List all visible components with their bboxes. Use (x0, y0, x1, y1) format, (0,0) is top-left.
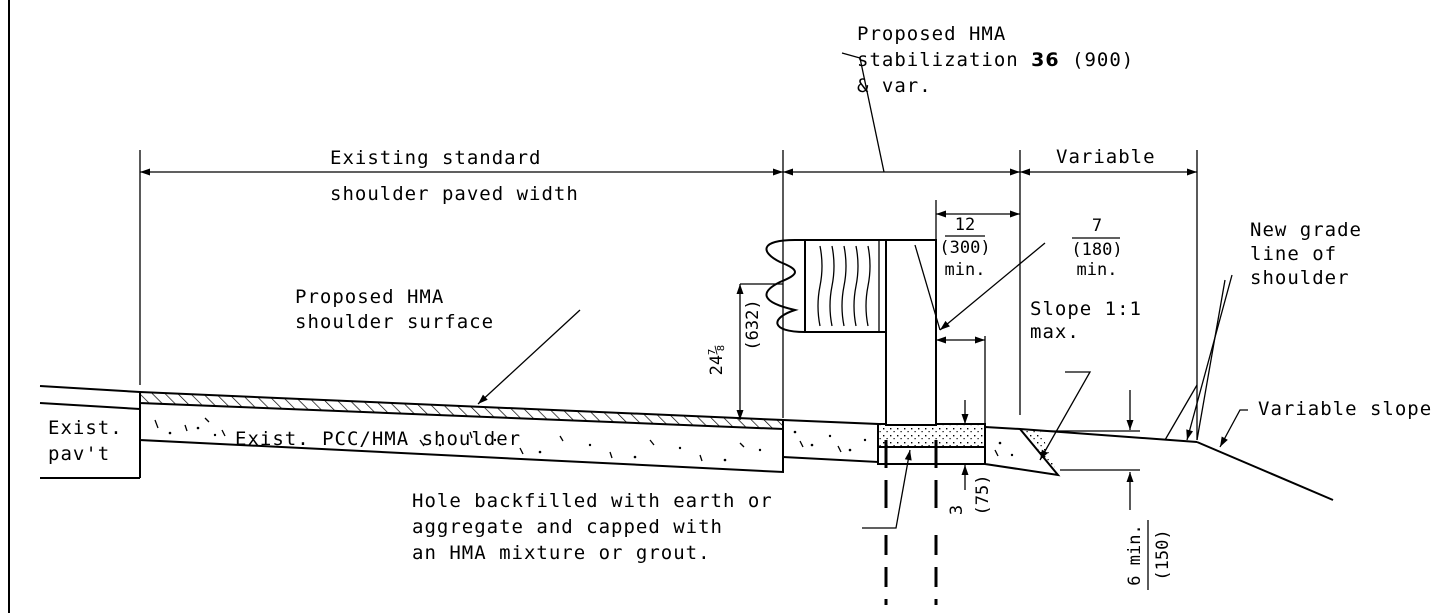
wood-blockout (804, 239, 887, 333)
label-slope-line2: max. (1030, 321, 1080, 343)
dim-75: (75) (973, 475, 993, 516)
label-exist-shoulder: Exist. PCC/HMA shoulder (235, 428, 521, 450)
dim-180: (180) (1071, 240, 1122, 260)
label-proposed-surface-line2: shoulder surface (295, 311, 494, 333)
label-proposed-stab-line1: Proposed HMA (857, 23, 1006, 45)
proposed-hma-surface (139, 390, 784, 431)
label-new-grade-line2: line of (1250, 243, 1337, 265)
dim-3: 3 (947, 505, 967, 515)
label-existing-standard: Existing standard (330, 147, 541, 169)
dim-min-b: min. (1077, 260, 1118, 280)
label-slope-line1: Slope 1:1 (1030, 298, 1142, 320)
new-grade-line (1019, 428, 1334, 501)
w-beam-rail (765, 239, 806, 333)
dim-632: (632) (743, 299, 763, 350)
label-variable: Variable (1056, 146, 1156, 168)
dim-6-min: 6 min. (1125, 524, 1145, 585)
label-variable-slope: Variable slope (1258, 398, 1432, 420)
label-proposed-surface-line1: Proposed HMA (295, 286, 444, 308)
dim-300: (300) (939, 238, 990, 258)
dim-7: 7 (1092, 216, 1102, 236)
label-exist-pav-line2: pav't (48, 443, 110, 465)
post-hole-cap (877, 423, 986, 448)
hma-stabilization (782, 419, 879, 464)
label-new-grade-line1: New grade (1250, 219, 1362, 241)
guardrail-post (884, 239, 938, 605)
label-hole-line2: aggregate and capped with (412, 516, 723, 538)
label-exist-pav-line1: Exist. (48, 417, 123, 439)
label-new-grade-line3: shoulder (1250, 267, 1350, 289)
dim-12: 12 (955, 215, 975, 235)
label-hole-line3: an HMA mixture or grout. (412, 542, 711, 564)
label-proposed-stab-line2: stabilization 36 (900) (857, 49, 1134, 71)
label-hole-line1: Hole backfilled with earth or (412, 490, 773, 512)
dim-150: (150) (1153, 529, 1173, 580)
existing-shoulder (139, 409, 784, 474)
dim-min-a: min. (945, 260, 986, 280)
leader-lines (477, 52, 1248, 529)
label-shoulder-paved-width: shoulder paved width (330, 183, 579, 205)
post-hole-backfill (877, 446, 986, 465)
label-proposed-stab-line3: & var. (857, 75, 932, 97)
grading-wedge (984, 425, 1061, 477)
dim-24-7-8: 24⅞ (707, 345, 727, 376)
